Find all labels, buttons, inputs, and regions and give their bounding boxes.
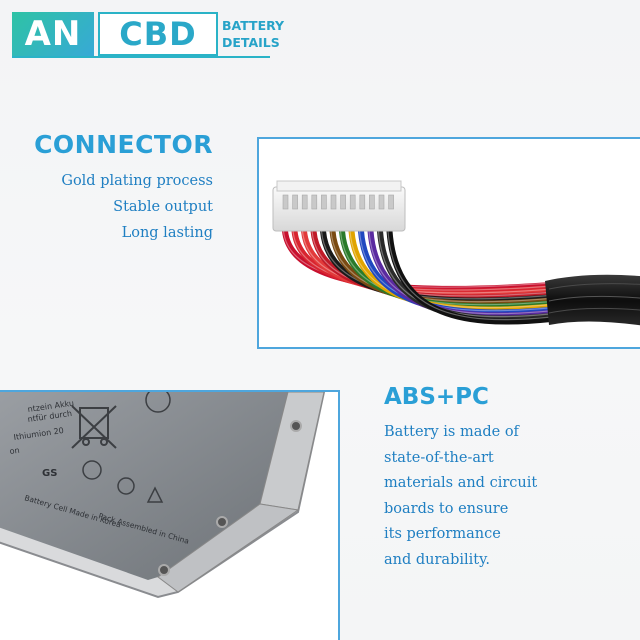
battery-illustration: ntzein Akku ntfür durch Ithiumion 20 on … (0, 392, 326, 599)
gs-mark: GS (42, 468, 57, 479)
logo-subtitle-line1: BATTERY (222, 18, 285, 33)
material-line: state-of-the-art (384, 449, 494, 466)
connector-pin (311, 194, 318, 210)
cable-wires (282, 228, 554, 325)
battery-label (0, 392, 288, 580)
logo-subtitle: BATTERY DETAILS (222, 12, 286, 56)
connector-cable-illustration (272, 180, 640, 326)
connector-pin (340, 194, 346, 210)
connector-pin (282, 194, 289, 210)
battery-photo: ntzein Akku ntfür durch Ithiumion 20 on … (0, 390, 340, 640)
battery-label-text: on (9, 446, 20, 456)
connector-feature-list: Gold plating process Stable output Long … (61, 168, 213, 246)
weee-bin-icon (71, 405, 117, 449)
material-line: boards to ensure (384, 500, 509, 517)
warning-triangle-icon (146, 486, 164, 503)
connector-feature: Stable output (113, 199, 213, 215)
connector-pin (378, 194, 385, 210)
connector-feature: Gold plating process (61, 173, 213, 189)
material-description: Battery is made of state-of-the-art mate… (384, 420, 537, 574)
logo-subtitle-line2: DETAILS (222, 35, 280, 50)
brand-logo: AN CBD BATTERY DETAILS (12, 12, 286, 56)
connector-pin (369, 194, 375, 210)
connector-pins (282, 194, 394, 210)
connector-pin (292, 194, 298, 210)
connector-photo (257, 137, 640, 349)
certification-mark-icon (145, 392, 171, 413)
material-line: its performance (384, 526, 501, 543)
connector-feature: Long lasting (121, 225, 213, 241)
logo-underline (12, 56, 270, 58)
material-title: ABS+PC (384, 384, 489, 410)
connector-pin (349, 194, 356, 210)
connector-pin (301, 194, 308, 210)
material-line: materials and circuit (384, 475, 538, 492)
cable-wire (386, 228, 554, 325)
logo-an-block: AN (12, 12, 94, 56)
ul-mark-icon (117, 477, 135, 495)
material-line: Battery is made of (384, 424, 519, 440)
connector-pin (359, 194, 366, 210)
connector-pin (321, 194, 327, 210)
connector-pin (388, 194, 394, 210)
connector-pin (330, 194, 337, 210)
logo-cbd-block: CBD (98, 12, 218, 56)
connector-title: CONNECTOR (34, 130, 213, 159)
cable-sleeve (545, 274, 640, 326)
material-line: and durability. (384, 551, 490, 568)
cable-wire-highlight (387, 230, 552, 321)
